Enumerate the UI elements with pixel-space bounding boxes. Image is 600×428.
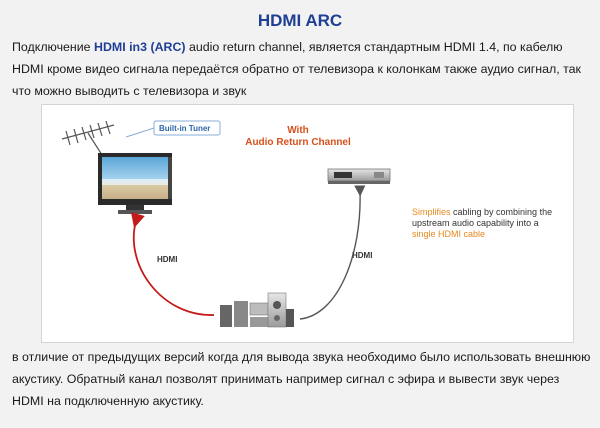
arc-label-line2: Audio Return Channel	[245, 137, 351, 148]
intro-text-rest: audio return channel, является стандартн…	[12, 40, 581, 98]
page-title: HDMI ARC	[257, 11, 343, 30]
hdmi-left-label: HDMI	[157, 255, 178, 264]
receiver-icon	[327, 168, 391, 184]
simplifies-cabling-note: Simplifies cabling by combining the upst…	[412, 207, 562, 240]
note-simplifies: Simplifies	[412, 207, 451, 217]
built-in-tuner-label: Built-in Tuner	[159, 124, 211, 133]
note-single-hdmi: single HDMI cable	[412, 229, 486, 239]
note-middle: cabling by combining the upstream audio …	[412, 207, 553, 228]
hdmi-right-label: HDMI	[352, 251, 373, 260]
hdmi-arc-highlight: HDMI in3 (ARC)	[94, 40, 186, 54]
hdmi-cable-receiver-right	[299, 185, 366, 320]
intro-text-start: Подключение	[12, 40, 95, 54]
diagram-graphics	[61, 120, 391, 328]
antenna-icon	[61, 120, 115, 156]
arc-label-line1: With	[287, 125, 309, 136]
intro-paragraph: Подключение HDMI in3 (ARC) audio return …	[12, 36, 592, 102]
tv-icon	[98, 153, 172, 214]
outro-paragraph: в отличие от предыдущих версий когда для…	[12, 350, 591, 408]
hdmi-cable-tv-left	[130, 212, 215, 316]
speaker-system-icon	[220, 292, 294, 328]
hdmi-arc-diagram: Built-in Tuner With Audio Return Channel…	[41, 104, 574, 343]
audio-return-channel-label: With Audio Return Channel	[238, 125, 358, 149]
